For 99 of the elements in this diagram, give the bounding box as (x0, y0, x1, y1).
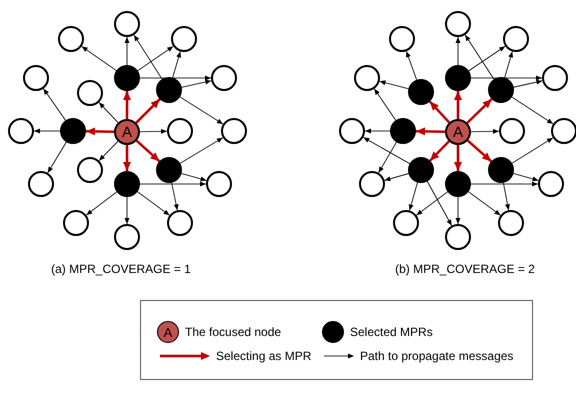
arrow (416, 127, 446, 136)
arrow (466, 98, 493, 124)
arrow (137, 191, 170, 216)
focused-node: A (445, 119, 471, 145)
arrow (86, 192, 118, 216)
neighbor-node (389, 26, 415, 52)
arrow (468, 191, 501, 216)
arrow (454, 145, 462, 171)
mpr-node (408, 79, 434, 105)
caption: (b) MPR_COVERAGE = 2 (395, 261, 535, 278)
legend-text: The focused node (185, 324, 282, 341)
arrow (406, 50, 418, 80)
arrow (140, 182, 206, 186)
arrow (140, 76, 212, 80)
caption: (a) MPR_COVERAGE = 1 (51, 261, 191, 278)
arrow (429, 140, 450, 162)
arrow (34, 128, 60, 134)
neighbor-node (499, 118, 525, 144)
mpr-node (488, 157, 514, 183)
arrow (171, 182, 179, 211)
arrow (384, 173, 409, 182)
mpr-node (156, 77, 182, 103)
mpr-node (60, 118, 86, 144)
arrow (123, 145, 131, 171)
arrow (86, 127, 114, 136)
neighbor-node (445, 11, 471, 37)
arrow (428, 100, 450, 124)
mpr-node (390, 118, 416, 144)
mpr-node (445, 171, 471, 197)
legend-text: Selecting as MPR (216, 348, 312, 365)
neighbor-node (354, 65, 380, 91)
arrow (140, 128, 168, 134)
neighbor-node (221, 118, 247, 144)
neighbor-node (167, 210, 193, 236)
neighbor-node (206, 171, 232, 197)
neighbor-node (114, 224, 140, 250)
neighbor-node (58, 26, 84, 52)
mpr-node (114, 65, 140, 91)
neighbor-node (167, 118, 193, 144)
arrow (464, 34, 494, 80)
arrow (47, 142, 67, 174)
neighbor-node (498, 210, 524, 236)
arrow (513, 173, 539, 182)
neighbor-node (28, 171, 54, 197)
legend-text: Selected MPRs (350, 324, 433, 341)
neighbor-node (445, 224, 471, 250)
neighbor-node (171, 26, 197, 52)
arrow (181, 173, 207, 182)
mpr-node (408, 157, 434, 183)
neighbor-node (538, 171, 564, 197)
neighbor-node (551, 118, 576, 144)
arrow (470, 76, 542, 80)
arrow (456, 196, 460, 224)
neighbor-node (339, 118, 365, 144)
neighbor-node (8, 118, 34, 144)
neighbor-node (63, 210, 89, 236)
neighbor-node (542, 65, 568, 91)
legend-swatch: A (157, 321, 179, 343)
arrow (454, 91, 462, 119)
neighbor-node (77, 80, 103, 106)
arrow (378, 142, 397, 174)
neighbor-node (211, 65, 237, 91)
arrow (513, 80, 543, 88)
arrow (124, 36, 130, 66)
mpr-node (488, 77, 514, 103)
mpr-node (445, 65, 471, 91)
arrow (172, 51, 182, 78)
mpr-node (114, 171, 140, 197)
arrow (426, 180, 452, 226)
arrow (470, 128, 500, 134)
mpr-node (156, 157, 182, 183)
arrow (98, 140, 118, 162)
neighbor-node (503, 26, 529, 52)
neighbor-node (359, 171, 385, 197)
arrow (379, 80, 409, 90)
neighbor-node (114, 11, 140, 37)
arrow (408, 182, 418, 211)
arrow (180, 96, 224, 124)
neighbor-node (77, 157, 103, 183)
arrow (504, 51, 514, 78)
arrow (512, 137, 554, 164)
arrow (136, 140, 160, 162)
neighbor-node (393, 210, 419, 236)
arrow (181, 80, 212, 88)
neighbor-node (23, 65, 49, 91)
focused-node: A (114, 119, 140, 145)
arrow (135, 98, 161, 124)
arrow (470, 182, 538, 186)
arrow (364, 128, 390, 134)
arrow (512, 96, 554, 124)
arrow (456, 36, 460, 66)
arrow (124, 196, 130, 224)
arrow (134, 34, 162, 80)
arrow (466, 140, 492, 162)
legend-text: Path to propagate messages (360, 348, 514, 365)
arrow (98, 102, 118, 123)
arrow (416, 191, 448, 216)
arrow (123, 91, 131, 119)
arrow (503, 182, 510, 211)
